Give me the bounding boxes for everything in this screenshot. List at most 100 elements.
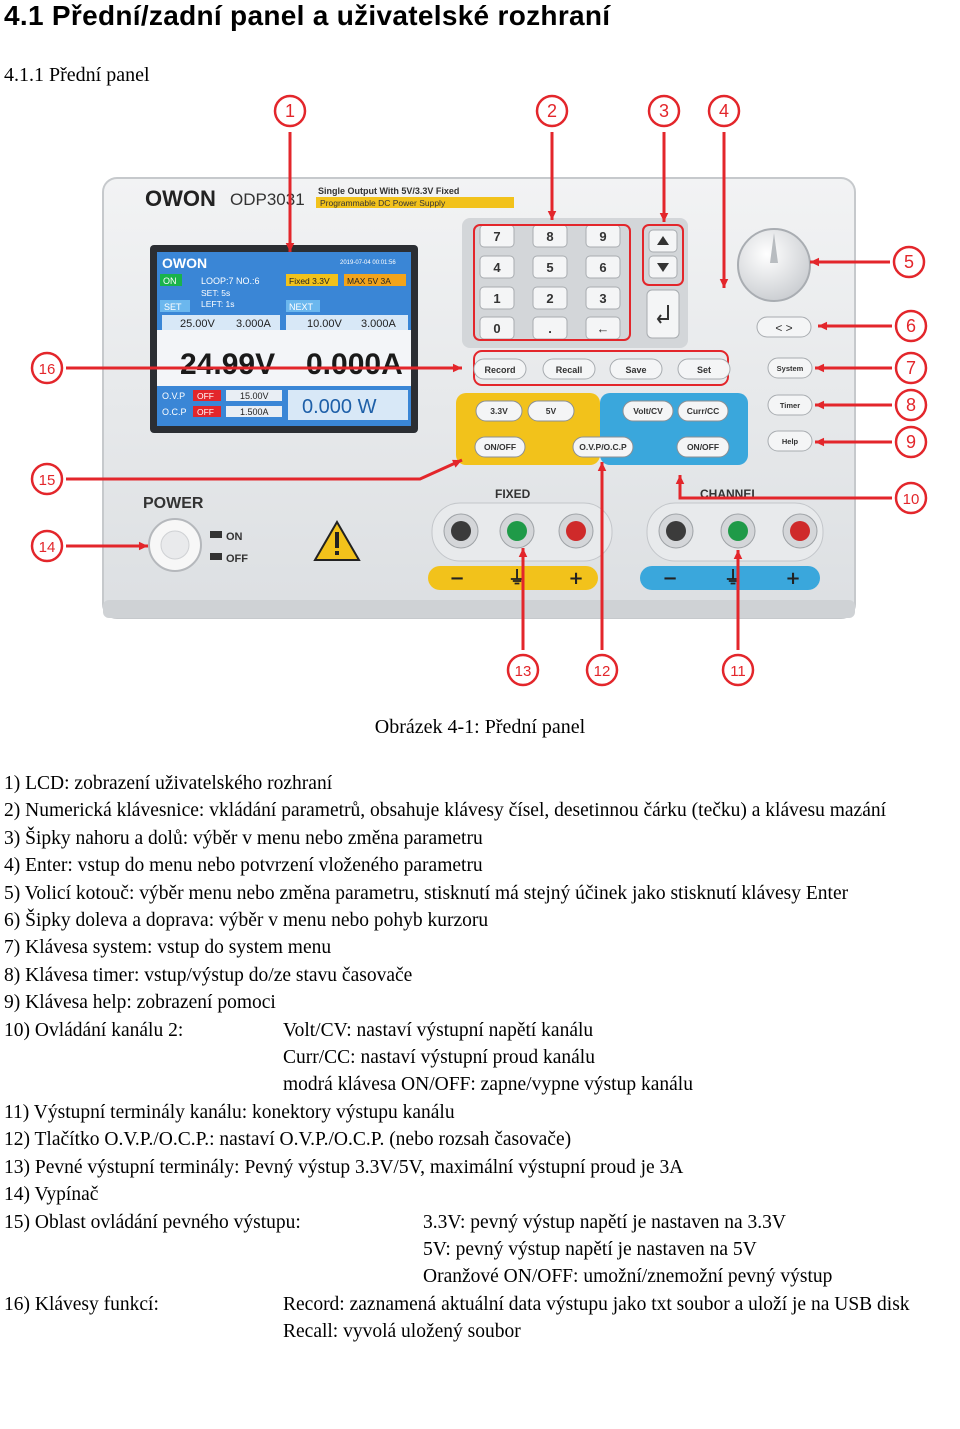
callout-number: 2 xyxy=(547,101,557,121)
list-item: 8) Klávesa timer: vstup/výstup do/ze sta… xyxy=(4,964,413,986)
model-label: ODP3031 xyxy=(230,190,305,209)
callout-arrow-icon xyxy=(597,462,607,472)
list-item-detail: Oranžové ON/OFF: umožní/znemožní pevný v… xyxy=(423,1266,833,1288)
function-key-label: Set xyxy=(697,365,711,375)
callout-arrow-icon xyxy=(815,400,825,410)
enter-key xyxy=(646,289,680,339)
keypad-key xyxy=(532,286,568,310)
rotary-knob xyxy=(737,228,811,302)
callout-badge xyxy=(721,653,755,687)
callout-arrow-icon xyxy=(138,541,148,551)
terminal-post xyxy=(666,521,686,541)
lcd-current: 0.000A xyxy=(306,348,403,381)
callout-badge xyxy=(894,309,928,343)
list-item: 16) Klávesy funkcí: Record: zaznamená ak… xyxy=(4,1291,956,1346)
svg-text:O.V.P: O.V.P xyxy=(162,391,185,401)
callout-badge xyxy=(894,481,928,515)
polarity-symbol: − xyxy=(449,568,464,589)
list-item: 11) Výstupní terminály kanálu: konektory… xyxy=(4,1101,455,1123)
callout-number: 13 xyxy=(515,663,532,680)
keypad-key xyxy=(479,286,515,310)
svg-text:FIXED: FIXED xyxy=(495,487,531,501)
callout-number: 3 xyxy=(659,101,669,121)
function-key xyxy=(609,358,663,380)
list-item-detail: modrá klávesa ON/OFF: zapne/vypne výstup… xyxy=(283,1074,693,1096)
terminal-post xyxy=(728,521,748,541)
svg-text:SET: 5s: SET: 5s xyxy=(201,288,230,298)
keypad-key-label: 3 xyxy=(599,291,606,306)
function-key-label: Record xyxy=(484,365,515,375)
callout-arrow-icon xyxy=(818,321,828,331)
brand-logo: OWON xyxy=(145,186,216,211)
list-item-detail: 5V: pevný výstup napětí je nastaven na 5… xyxy=(423,1238,757,1260)
callout-number: 10 xyxy=(903,491,920,508)
function-key xyxy=(677,358,731,380)
callout-badge xyxy=(894,388,928,422)
volt-cv-key-label: Volt/CV xyxy=(633,406,663,416)
callout-arrow-icon xyxy=(659,212,669,222)
keypad-key xyxy=(479,255,515,279)
list-item-label: 15) Oblast ovládání pevného výstupu: xyxy=(4,1211,301,1233)
svg-text:LEFT: 1s: LEFT: 1s xyxy=(201,299,235,309)
keypad-key-label: 2 xyxy=(546,291,553,306)
callout-number: 14 xyxy=(39,539,56,556)
keypad-key xyxy=(532,255,568,279)
list-item-label: 16) Klávesy funkcí: xyxy=(4,1293,159,1315)
keypad-key-label: 7 xyxy=(493,229,500,244)
keypad-key-label: 8 xyxy=(546,229,553,244)
fixed-onoff-key xyxy=(474,436,526,458)
svg-text:SET: SET xyxy=(164,302,182,312)
fixed-5v-key xyxy=(527,400,575,422)
terminal-post xyxy=(451,521,471,541)
fixed-3v3-key xyxy=(475,400,523,422)
curr-cc-key-label: Curr/CC xyxy=(687,406,720,416)
svg-text:25.00V: 25.00V xyxy=(180,318,216,330)
list-item: 12) Tlačítko O.V.P./O.C.P.: nastaví O.V.… xyxy=(4,1129,572,1151)
keypad-key-label: 6 xyxy=(599,260,606,275)
fixed-polarity-bar xyxy=(428,566,598,590)
svg-text:ON: ON xyxy=(163,276,177,286)
polarity-symbol: − xyxy=(662,568,677,589)
function-key-label: Save xyxy=(625,365,646,375)
list-item: 13) Pevné výstupní terminály: Pevný výst… xyxy=(4,1156,684,1178)
ovp-ocp-key xyxy=(572,436,634,458)
volt-cv-key xyxy=(622,400,674,422)
callout-badge xyxy=(30,462,64,496)
callout-badge xyxy=(894,351,928,385)
callout-arrow-icon xyxy=(719,278,729,288)
callout-badge xyxy=(647,94,681,128)
keypad-key xyxy=(585,255,621,279)
up-arrow-icon xyxy=(657,236,669,245)
left-right-arrow-icon: < > xyxy=(775,321,792,335)
callout-number: 16 xyxy=(39,361,56,378)
list-item-detail: Curr/CC: nastaví výstupní proud kanálu xyxy=(283,1047,595,1069)
keypad-key xyxy=(585,286,621,310)
terminal-post xyxy=(507,521,527,541)
list-item: 4) Enter: vstup do menu nebo potvrzení v… xyxy=(4,855,483,877)
channel-polarity-bar xyxy=(640,566,820,590)
description-list: 1) LCD: zobrazení uživatelského rozhraní… xyxy=(4,770,956,1346)
lcd-voltage: 24.99V xyxy=(180,348,275,381)
function-key xyxy=(473,358,527,380)
svg-text:Fixed 3.3V: Fixed 3.3V xyxy=(289,276,330,286)
model-subtitle-1: Single Output With 5V/3.3V Fixed xyxy=(318,186,459,196)
callout-number: 1 xyxy=(285,101,295,121)
list-item: 15) Oblast ovládání pevného výstupu: 3.3… xyxy=(4,1209,956,1291)
list-item: 7) Klávesa system: vstup do system menu xyxy=(4,937,332,959)
side-key xyxy=(767,357,813,379)
svg-text:LOOP:7 NO.:6: LOOP:7 NO.:6 xyxy=(201,276,260,286)
callout-badge xyxy=(30,529,64,563)
svg-text:15.00V: 15.00V xyxy=(240,391,269,401)
callout-number: 6 xyxy=(906,316,916,336)
function-key xyxy=(542,358,596,380)
keypad-panel xyxy=(462,218,688,348)
callout-number: 5 xyxy=(904,252,914,272)
channel-onoff-key-label: ON/OFF xyxy=(687,442,719,452)
svg-text:10.00V: 10.00V xyxy=(307,318,343,330)
callout-number: 9 xyxy=(906,432,916,452)
svg-text:1.500A: 1.500A xyxy=(240,407,269,417)
polarity-symbol: + xyxy=(568,568,583,589)
svg-text:3.000A: 3.000A xyxy=(236,318,272,330)
callout-badge xyxy=(535,94,569,128)
list-item-detail: 3.3V: pevný výstup napětí je nastaven na… xyxy=(423,1211,787,1233)
